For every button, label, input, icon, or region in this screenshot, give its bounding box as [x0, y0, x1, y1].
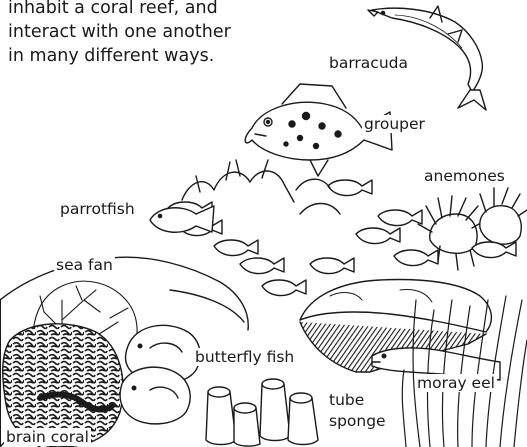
label-tube-sponge: tube sponge: [327, 390, 388, 432]
label-parrotfish: parrotfish: [58, 200, 137, 218]
label-grouper: grouper: [362, 115, 427, 133]
label-barracuda: barracuda: [327, 54, 410, 72]
label-butterfly-fish: butterfly fish: [193, 348, 296, 366]
tube-sponge: [206, 379, 318, 446]
intro-line-3: in many different ways.: [8, 44, 308, 68]
label-moray-eel: moray eel: [415, 374, 497, 392]
reef-rock: [0, 257, 248, 330]
label-tube-sponge-line-2: sponge: [329, 412, 386, 430]
intro-text: inhabit a coral reef, and interact with …: [8, 0, 308, 68]
label-anemones: anemones: [422, 167, 507, 185]
label-tube-sponge-line-1: tube: [329, 391, 364, 409]
parrotfish: [150, 206, 214, 232]
butterfly-fish: [120, 325, 200, 424]
intro-line-1: inhabit a coral reef, and: [8, 0, 308, 20]
intro-line-2: interact with one another: [8, 20, 308, 44]
label-brain-coral: brain coral: [4, 428, 91, 446]
label-sea-fan: sea fan: [54, 256, 115, 274]
